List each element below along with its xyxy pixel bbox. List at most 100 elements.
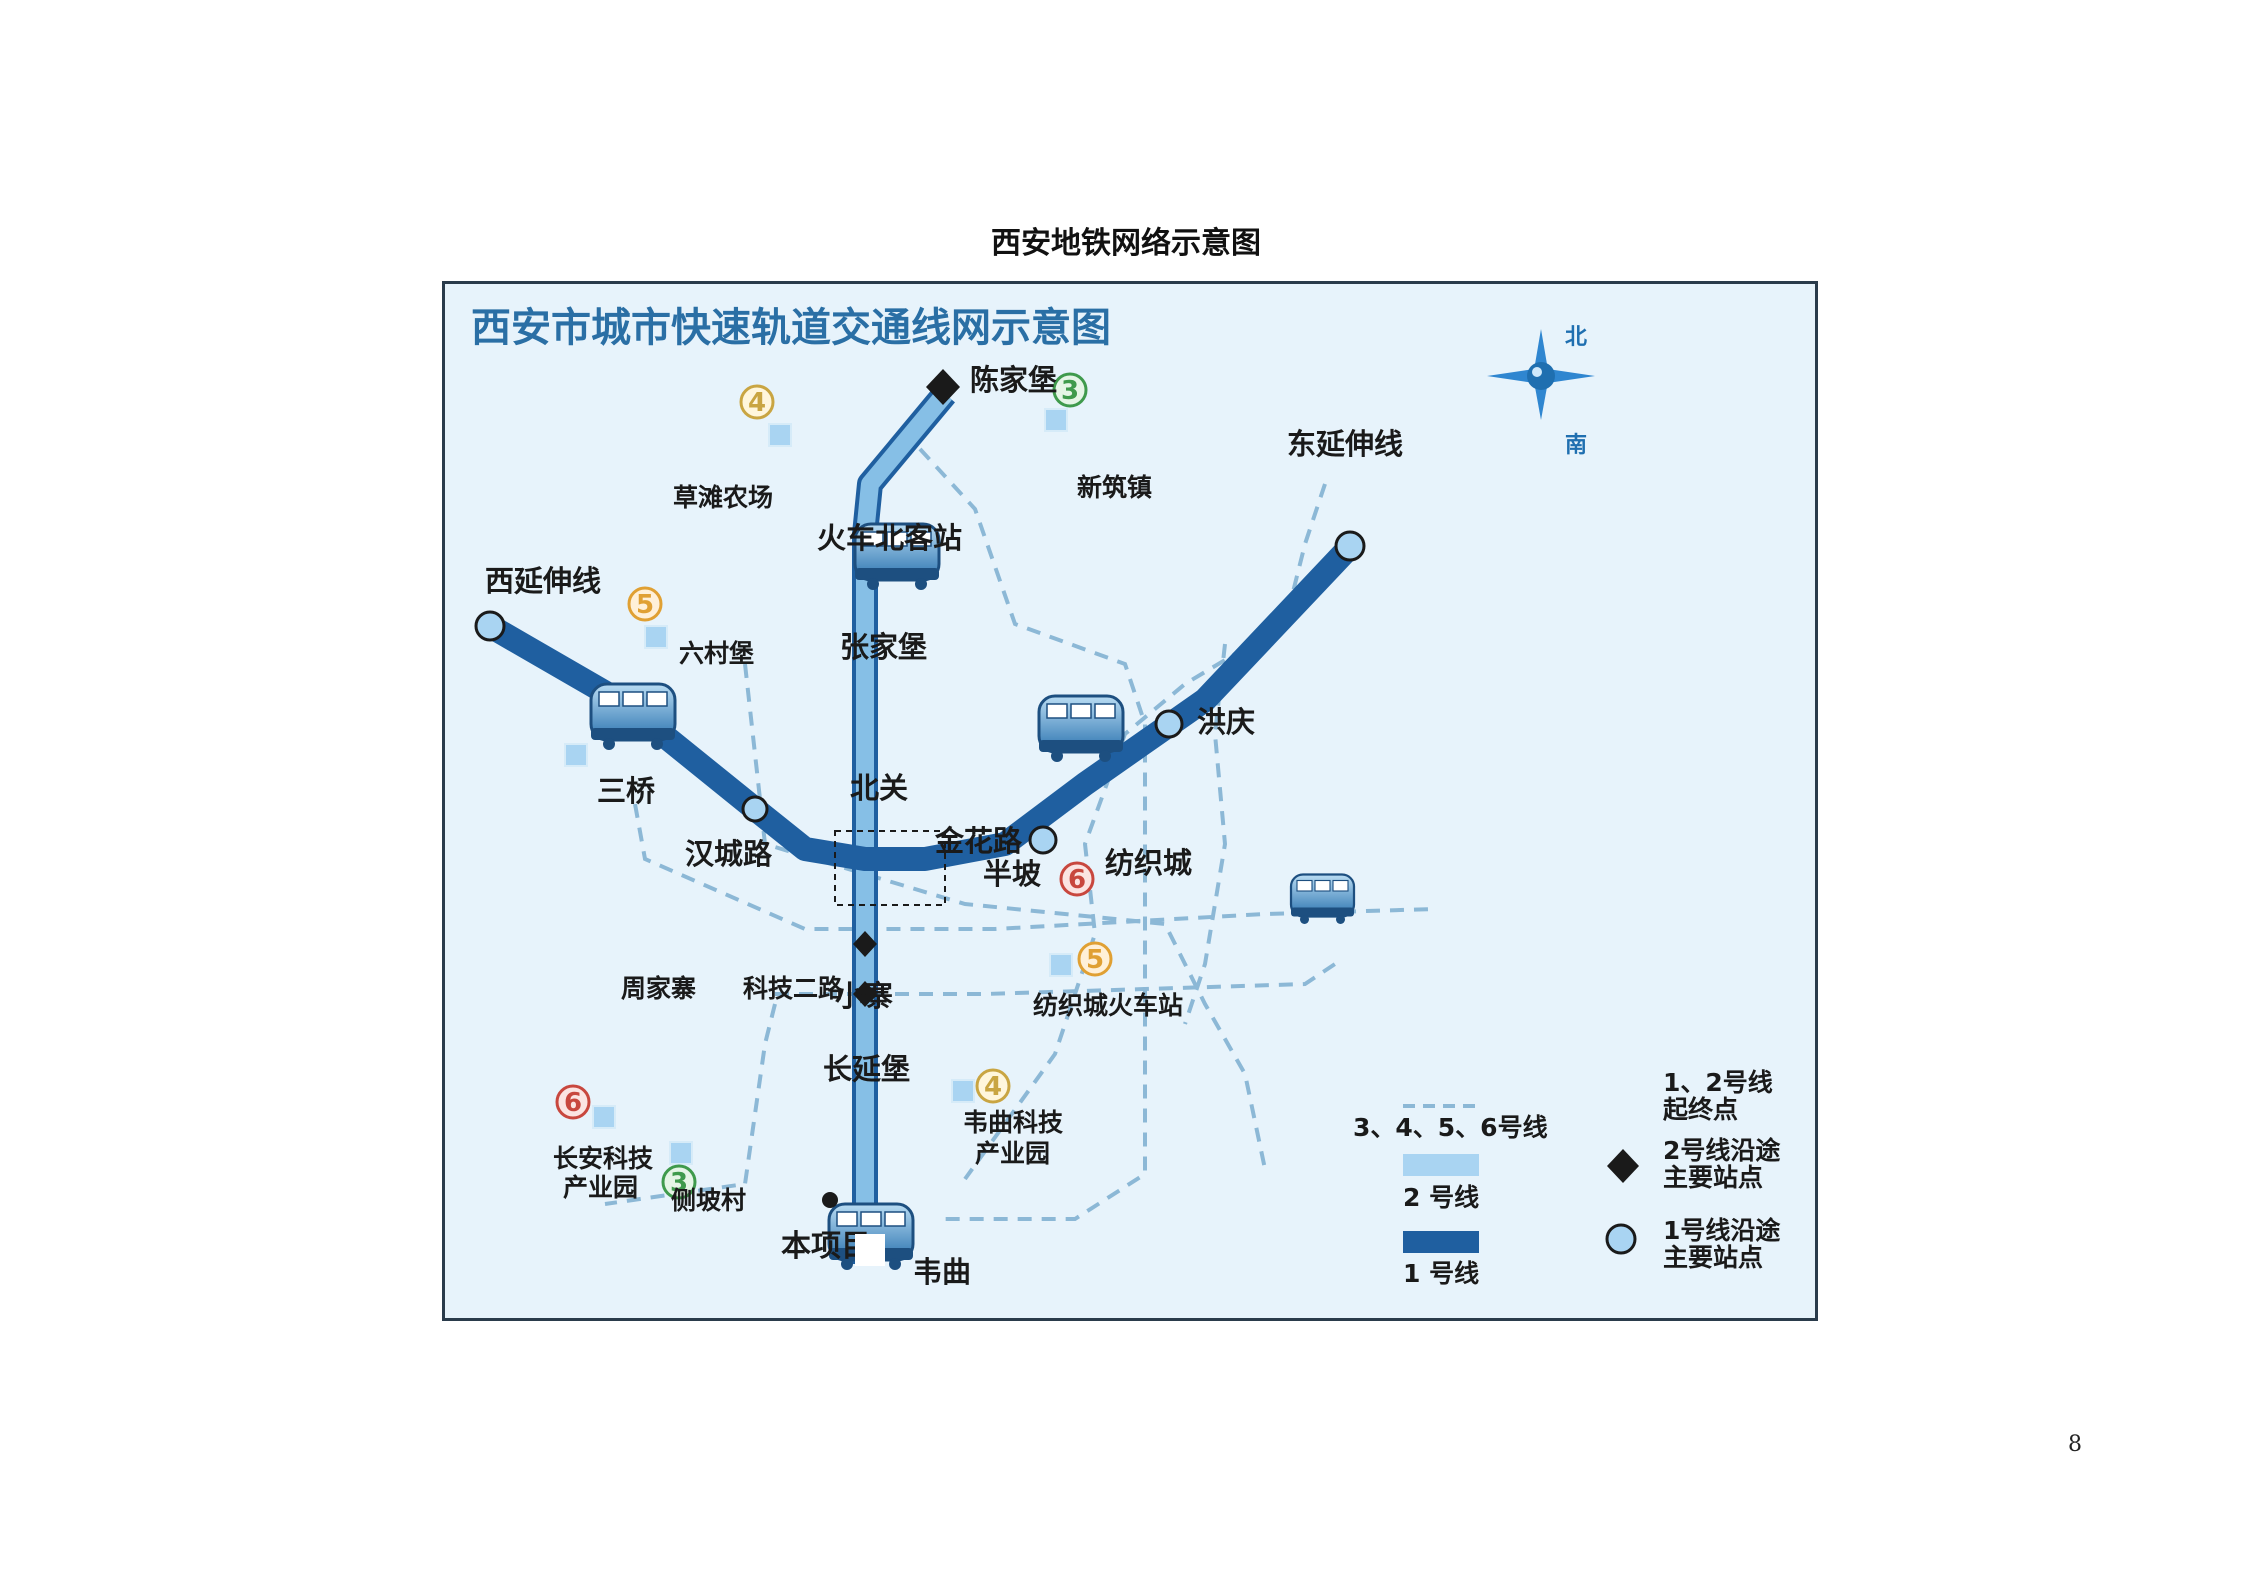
label-changan-park-line1: 长安科技 [553, 1144, 653, 1173]
line-2-stations [853, 369, 960, 1007]
station-xinzhu-marker [1044, 408, 1068, 432]
station-banpo-marker [1028, 825, 1058, 855]
legend-terminus-line2: 起终点 [1663, 1095, 1738, 1124]
line-4-east-path [743, 663, 1267, 1170]
compass-south-label: 南 [1565, 433, 1587, 458]
label-weiqu-park-line2: 产业园 [975, 1139, 1050, 1168]
svg-text:6: 6 [1068, 865, 1086, 895]
label-chenjiabao: 陈家堡 [970, 363, 1057, 397]
station-caotan-marker [768, 423, 792, 447]
legend: 3、4、5、6号线 2 号线 1 号线 1、2号线 起终点 2号线沿途 主要站点… [1289, 873, 1789, 1288]
line-6-path [633, 803, 1436, 931]
label-banpo: 半坡 [983, 857, 1041, 891]
other-station-markers [564, 408, 1073, 1165]
legend-line1-major-icon [1605, 1223, 1637, 1255]
line-1-stations [474, 530, 1366, 855]
compass-icon [1487, 329, 1595, 420]
svg-text:4: 4 [748, 388, 766, 418]
label-jinhualu: 金花路 [934, 824, 1023, 858]
page-number: 8 [2068, 1432, 2082, 1457]
subway-map-svg: 西安市城市快速轨道交通线网示意图 北 南 [471, 305, 1789, 1289]
badge-cebocun: 3 [661, 1164, 697, 1200]
line-3-mid-path [1183, 643, 1228, 1025]
project-location-marker [822, 1192, 838, 1208]
legend-line1-label: 1 号线 [1403, 1259, 1479, 1288]
station-weiqu-park-marker [951, 1079, 975, 1103]
station-fangzhi-station-marker [1049, 953, 1073, 977]
legend-line2-major-line2: 主要站点 [1663, 1163, 1763, 1192]
legend-line2-major-line1: 2号线沿途 [1663, 1136, 1781, 1165]
central-interchange-box [834, 830, 946, 906]
label-xiaozhai: 小寨 [835, 979, 893, 1013]
station-liucun-marker [644, 625, 668, 649]
legend-dashed-label: 3、4、5、6号线 [1353, 1113, 1548, 1142]
label-fangzhi-station: 纺织城火车站 [1033, 991, 1183, 1020]
label-east-ext: 东延伸线 [1287, 427, 1403, 461]
label-sanqiao: 三桥 [597, 774, 655, 808]
station-hanchenglu-marker [741, 795, 769, 823]
legend-line2-major-label: 2号线沿途 主要站点 [1663, 1136, 1789, 1192]
badge-liucun: 5 [627, 586, 663, 622]
label-weiqu-park-line1: 韦曲科技 [963, 1108, 1063, 1137]
line-1-track [483, 543, 1354, 871]
station-east-ext-marker [1334, 530, 1366, 562]
train-west-icon [589, 682, 677, 752]
station-cebocun-marker [669, 1141, 693, 1165]
station-sanqiao-marker [564, 743, 588, 767]
badge-weiqu-park: 4 [975, 1068, 1011, 1104]
badge-fangzhicheng: 6 [1059, 861, 1095, 897]
label-hongqing: 洪庆 [1197, 705, 1255, 739]
badge-xinzhu: 3 [1052, 372, 1088, 408]
label-caotan: 草滩农场 [673, 483, 773, 512]
label-kejierlu: 科技二路 [743, 974, 844, 1003]
label-xinzhu: 新筑镇 [1077, 473, 1152, 502]
legend-line1-major-line1: 1号线沿途 [1663, 1216, 1781, 1245]
line-2-track [856, 388, 952, 1264]
label-changyanbao: 长延堡 [823, 1052, 910, 1086]
legend-line1-swatch [1403, 1231, 1479, 1253]
legend-line2-major-icon [1607, 1149, 1639, 1183]
svg-text:4: 4 [984, 1072, 1002, 1102]
label-huochebei: 火车北客站 [817, 521, 962, 555]
label-weiqu: 韦曲 [913, 1255, 971, 1289]
legend-terminus-line1: 1、2号线 [1663, 1068, 1773, 1097]
station-west-ext-marker [474, 610, 506, 642]
line-badges: 4 3 5 6 5 4 6 3 [555, 372, 1113, 1200]
station-hongqing-marker [1154, 709, 1184, 739]
label-zhangjiabao: 张家堡 [840, 630, 927, 664]
legend-terminus-label: 1、2号线 起终点 [1663, 1068, 1782, 1124]
subway-map: 西安市城市快速轨道交通线网示意图 北 南 [442, 281, 1818, 1321]
legend-line2-label: 2 号线 [1403, 1183, 1479, 1212]
station-labels: 陈家堡 火车北客站 张家堡 北关 小寨 长延堡 韦曲 西延伸线 三桥 汉城路 金… [485, 363, 1403, 1289]
label-changan-park-line2: 产业园 [563, 1173, 638, 1202]
svg-text:5: 5 [636, 590, 654, 620]
svg-text:3: 3 [670, 1168, 688, 1198]
station-chenjiabao-marker [926, 369, 960, 405]
legend-line1-major-line2: 主要站点 [1663, 1243, 1763, 1272]
legend-terminus-icon [1289, 873, 1356, 926]
station-changan-park-marker [592, 1105, 616, 1129]
line-5-path [775, 962, 1337, 996]
page-title: 西安地铁网络示意图 [991, 226, 1261, 261]
svg-text:3: 3 [1061, 376, 1079, 406]
label-changan-park: 长安科技 产业园 [553, 1144, 662, 1202]
train-east-icon [1037, 694, 1125, 764]
label-hanchenglu: 汉城路 [685, 837, 773, 871]
svg-text:6: 6 [564, 1088, 582, 1118]
label-zhoujiazhai: 周家寨 [621, 974, 696, 1003]
label-beiguan: 北关 [850, 771, 908, 805]
badge-fangzhi-station: 5 [1077, 941, 1113, 977]
legend-line1-major-label: 1号线沿途 主要站点 [1663, 1216, 1789, 1272]
map-title: 西安市城市快速轨道交通线网示意图 [471, 305, 1111, 351]
label-fangzhicheng: 纺织城 [1105, 846, 1192, 880]
badge-caotan: 4 [739, 384, 775, 420]
label-liucun: 六村堡 [679, 639, 754, 668]
label-weiqu-park: 韦曲科技 产业园 [963, 1108, 1072, 1168]
line-3-path [963, 483, 1327, 1181]
line-4-west-path [918, 447, 1147, 1221]
station-changyanbao-marker [853, 981, 877, 1007]
project-label-mask [855, 1234, 885, 1266]
legend-line2-swatch [1403, 1154, 1479, 1176]
badge-changan-park: 6 [555, 1084, 591, 1120]
compass-north-label: 北 [1565, 325, 1587, 350]
